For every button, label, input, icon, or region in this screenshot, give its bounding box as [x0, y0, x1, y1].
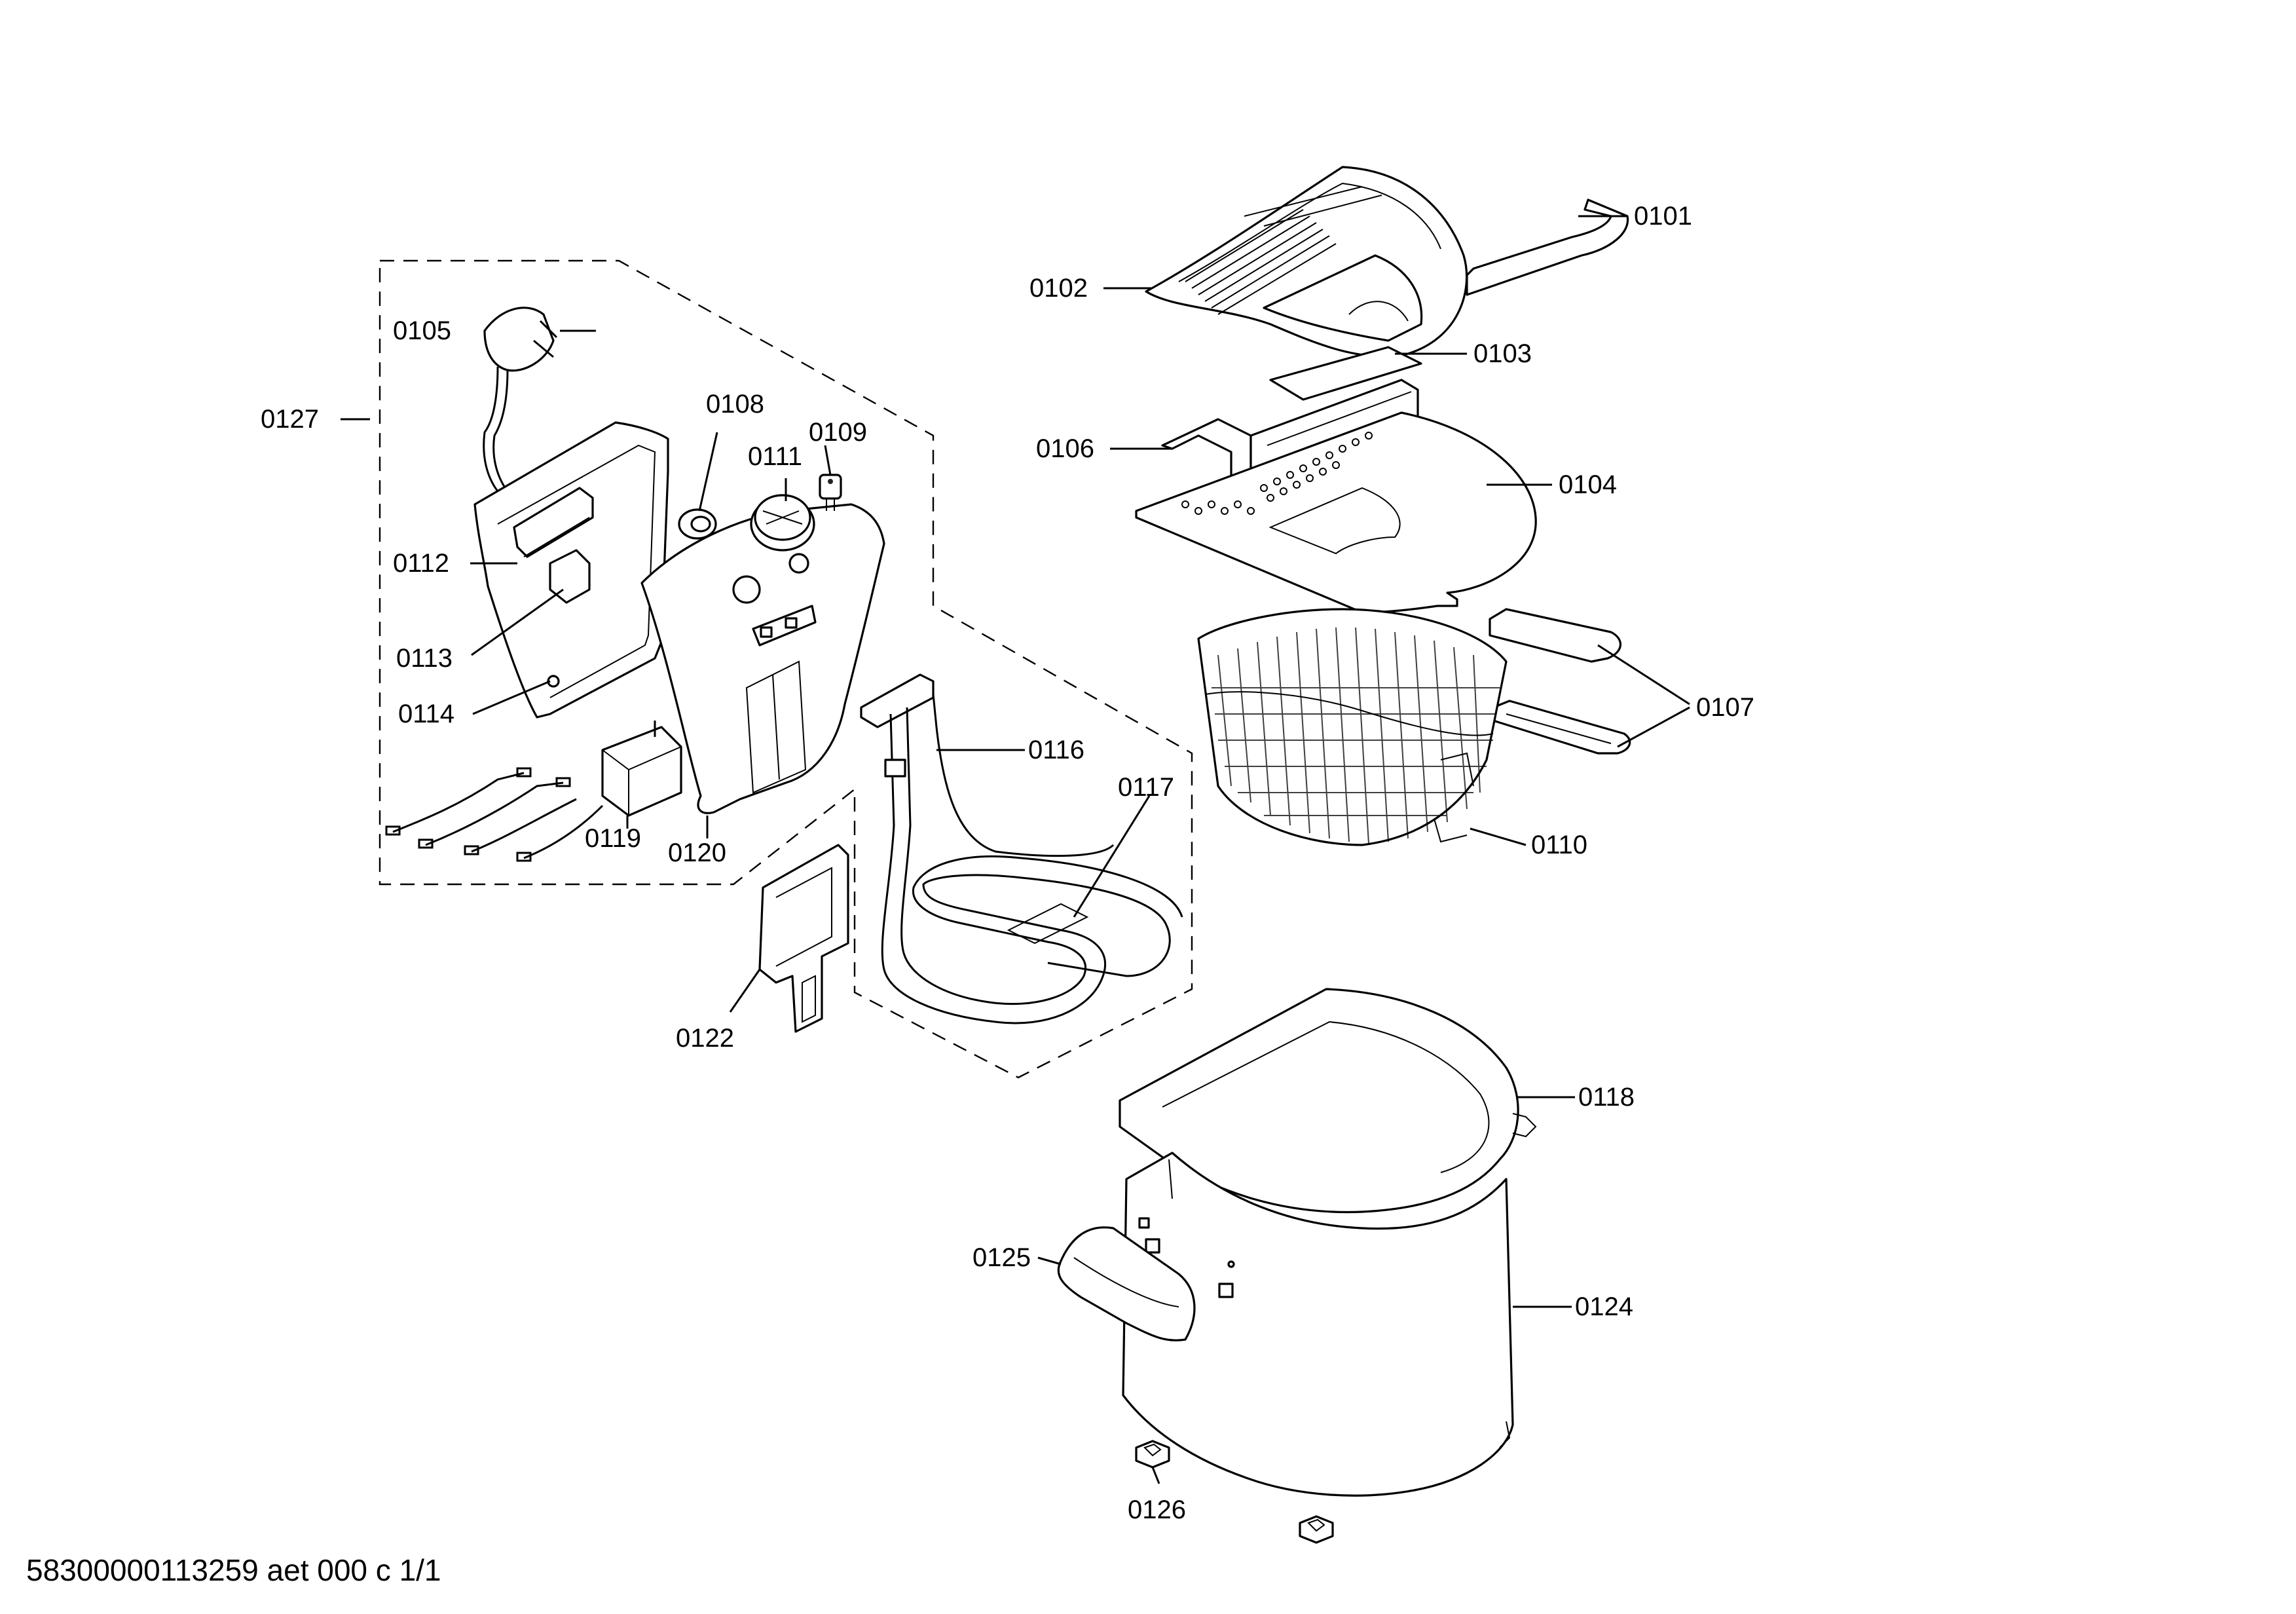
perforated-plate-part — [1135, 411, 1537, 614]
callout-0118: 0118 — [1578, 1083, 1635, 1112]
outer-housing-part — [1122, 1152, 1514, 1497]
front-housing-part — [640, 503, 885, 814]
heater-bracket-part — [758, 844, 849, 1033]
wire-set-part — [385, 767, 604, 862]
callout-0112: 0112 — [393, 549, 449, 578]
foot-part — [1135, 1440, 1334, 1544]
lid-handle-part — [1466, 198, 1629, 296]
callout-0124: 0124 — [1575, 1292, 1633, 1321]
heating-element-part — [860, 673, 1183, 1024]
callout-0106: 0106 — [1036, 434, 1094, 463]
callout-0122: 0122 — [676, 1024, 734, 1053]
callout-0110: 0110 — [1531, 831, 1587, 859]
thermostat-knob-part — [750, 494, 815, 552]
callout-0108: 0108 — [706, 390, 764, 419]
rear-housing-part — [473, 421, 669, 719]
callout-0117: 0117 — [1118, 773, 1174, 802]
leader-lines — [341, 215, 1690, 1484]
knob-collar-part — [678, 508, 717, 540]
callout-0107: 0107 — [1696, 693, 1754, 722]
callout-0120: 0120 — [668, 838, 726, 867]
callout-0116: 0116 — [1028, 736, 1084, 764]
side-handle-part — [1057, 1226, 1196, 1342]
callout-0109: 0109 — [809, 418, 867, 447]
callout-0104: 0104 — [1559, 470, 1617, 499]
callout-0105: 0105 — [393, 316, 451, 345]
callout-0126: 0126 — [1128, 1495, 1186, 1524]
basket-handle-part — [1489, 608, 1631, 755]
callout-0127: 0127 — [261, 405, 319, 434]
switch-block-part — [601, 721, 682, 817]
assembly-boundary-0127 — [379, 259, 1193, 1079]
callout-0119: 0119 — [585, 824, 641, 853]
callout-0125: 0125 — [972, 1243, 1031, 1272]
power-cord-part — [483, 307, 558, 492]
callout-0114: 0114 — [398, 700, 454, 728]
lid-part — [1145, 166, 1468, 358]
oil-container-part — [1119, 988, 1537, 1214]
callout-0103: 0103 — [1473, 339, 1532, 368]
document-footer-id: 58300000113259 aet 000 c 1/1 — [26, 1553, 441, 1587]
basket-part — [1197, 608, 1508, 846]
callout-0111: 0111 — [748, 442, 802, 471]
callout-0113: 0113 — [396, 644, 453, 673]
filter-part — [1269, 346, 1422, 401]
callout-0101: 0101 — [1634, 202, 1692, 231]
callout-0102: 0102 — [1029, 274, 1088, 303]
